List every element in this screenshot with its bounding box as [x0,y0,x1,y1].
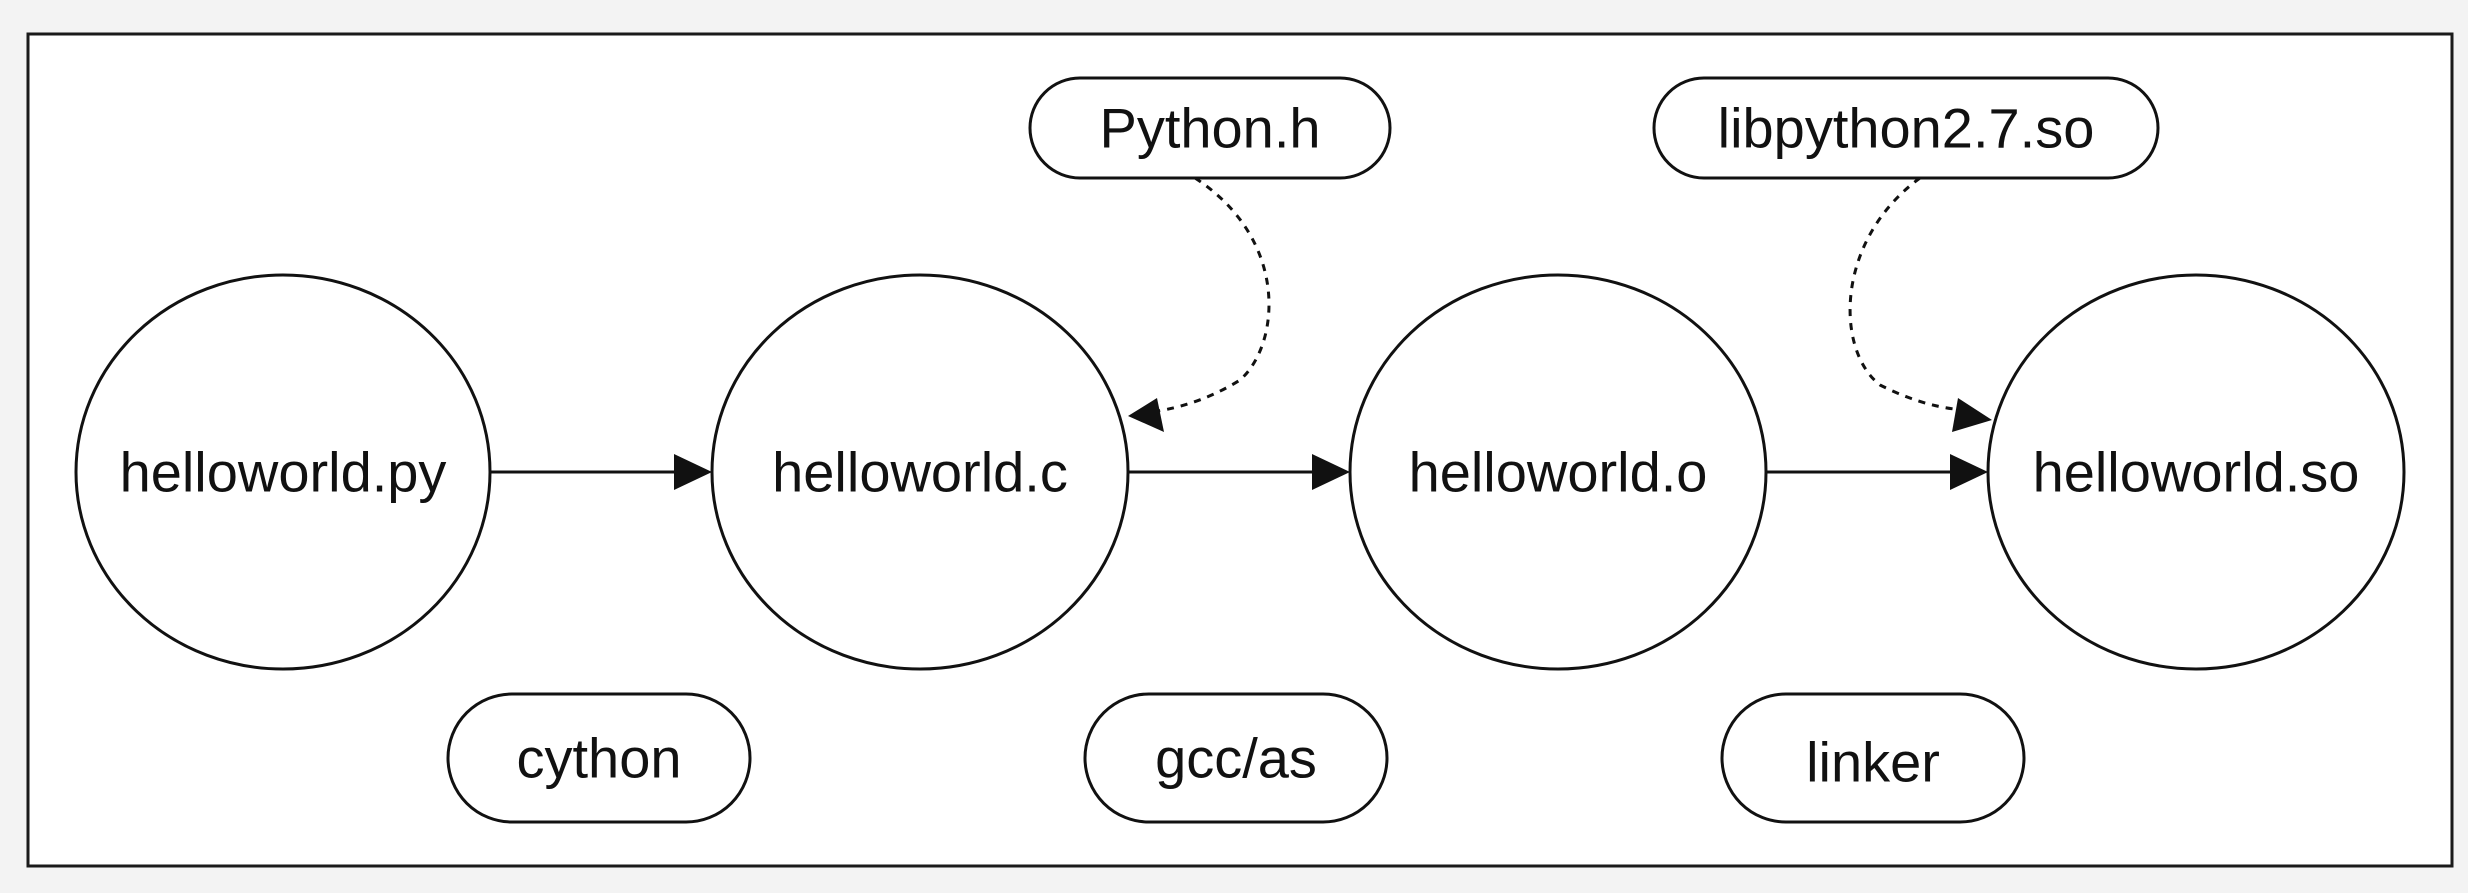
tool-cython: cython [446,692,752,824]
dependency-python-h-label: Python.h [1099,97,1320,160]
python-h-dependency-line [1149,176,1271,414]
dependency-python-h: Python.h [1028,76,1392,180]
dependency-libpython: libpython2.7.so [1652,76,2160,180]
arrow-py-to-c-head [674,454,712,490]
node-helloworld-c-label: helloworld.c [772,441,1068,504]
dependency-libpython-label: libpython2.7.so [1718,97,2095,160]
tool-gcc-as: gcc/as [1083,692,1389,824]
tool-cython-label: cython [517,727,682,790]
node-helloworld-py-label: helloworld.py [120,441,447,504]
tool-gcc-as-label: gcc/as [1155,727,1317,790]
libpython-dependency-line [1848,176,1963,412]
tool-linker: linker [1720,692,2026,824]
node-helloworld-c: helloworld.c [710,273,1130,671]
arrow-o-to-so-head [1950,454,1988,490]
libpython-arrowhead [1952,398,1992,432]
node-helloworld-so: helloworld.so [1986,273,2406,671]
arrow-c-to-o-head [1312,454,1350,490]
node-helloworld-py: helloworld.py [74,273,492,671]
node-helloworld-o-label: helloworld.o [1409,441,1708,504]
python-h-arrowhead [1128,398,1164,432]
tool-linker-label: linker [1806,731,1940,794]
node-helloworld-so-label: helloworld.so [2033,441,2360,504]
node-helloworld-o: helloworld.o [1348,273,1768,671]
